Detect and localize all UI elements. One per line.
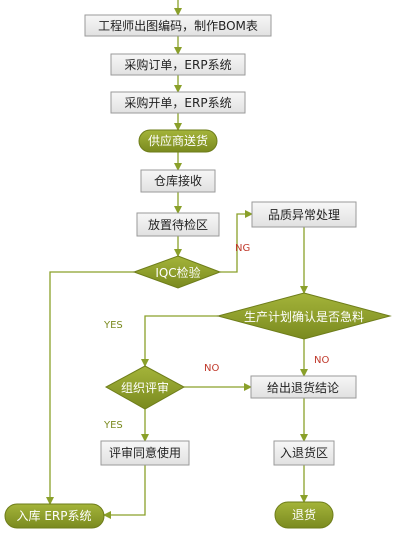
connectors [46, 0, 308, 519]
node-return: 退货 [274, 501, 334, 529]
node-inspect-area: 放置待检区 [136, 212, 220, 237]
edge-label-ng: NG [235, 243, 250, 254]
edge-label-yes-bottom: YES [103, 420, 123, 431]
edge-label-yes-left: YES [103, 320, 123, 331]
decision-plan-label: 生产计划确认是否急料 [244, 309, 364, 324]
edge-label-no-right: NO [314, 355, 329, 366]
node-return-area: 入退货区 [273, 440, 335, 466]
connector-iqc-to-stockin [46, 271, 134, 505]
node-warehouse: 仓库接收 [140, 169, 216, 193]
node-return-conclusion-label: 给出退货结论 [267, 380, 339, 395]
node-inspect-area-label: 放置待检区 [148, 217, 208, 232]
decision-review: 组织评审 [104, 365, 186, 410]
node-return-area-label: 入退货区 [280, 445, 328, 460]
decision-iqc-label: IQC检验 [155, 265, 200, 280]
node-supplier: 供应商送货 [138, 129, 218, 153]
node-quality: 品质异常处理 [251, 201, 357, 228]
node-engineer: 工程师出图编码，制作BOM表 [84, 14, 272, 37]
node-purchase-order-label: 采购订单，ERP系统 [124, 57, 231, 72]
node-return-conclusion: 给出退货结论 [250, 375, 357, 399]
decision-iqc: IQC检验 [132, 255, 222, 289]
connector-iqc-to-quality [220, 210, 253, 273]
node-return-label: 退货 [292, 507, 316, 522]
decision-review-label: 组织评审 [121, 380, 169, 395]
node-purchase-order: 采购订单，ERP系统 [110, 53, 246, 76]
node-supplier-label: 供应商送货 [148, 133, 208, 148]
node-review-agree: 评审同意使用 [100, 440, 190, 466]
node-review-agree-label: 评审同意使用 [109, 445, 181, 460]
edge-label-no-left: NO [204, 363, 219, 374]
node-quality-label: 品质异常处理 [268, 208, 340, 222]
node-stock-in: 入库 ERP系统 [4, 503, 105, 529]
connector-plan-to-review [141, 315, 218, 367]
node-purchase-open-label: 采购开单，ERP系统 [124, 95, 231, 110]
node-purchase-open: 采购开单，ERP系统 [110, 91, 246, 114]
connector-agree-to-stockin [103, 465, 146, 519]
node-warehouse-label: 仓库接收 [154, 173, 202, 188]
node-engineer-label: 工程师出图编码，制作BOM表 [98, 18, 258, 33]
decision-plan: 生产计划确认是否急料 [216, 292, 392, 340]
node-stock-in-label: 入库 ERP系统 [17, 508, 92, 523]
